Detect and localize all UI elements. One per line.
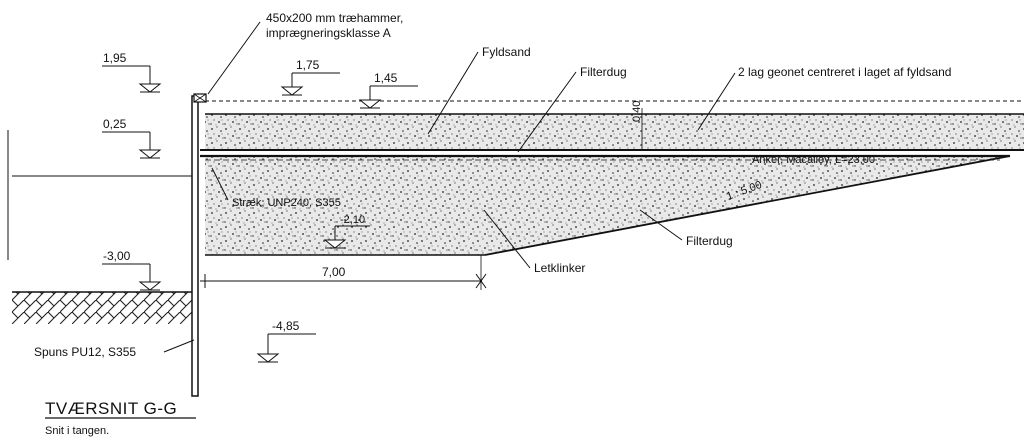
label-anchor: Anker, Macalloy, L=23,00	[752, 154, 875, 166]
level-marker-025: 0,25	[102, 117, 162, 159]
label-hammer-1: 450x200 mm træhammer,	[266, 11, 403, 25]
filterdug-slope	[484, 155, 1011, 256]
level-marker-145: 1,45	[358, 71, 418, 109]
label-strap: Stræk, UNP240, S355	[232, 197, 341, 209]
drawing-subtitle: Snit i tangen.	[45, 425, 109, 437]
label-letklinker: Letklinker	[534, 261, 585, 275]
soil-hatch	[12, 292, 192, 324]
svg-text:-3,00: -3,00	[103, 249, 131, 263]
svg-text:1,45: 1,45	[374, 71, 398, 85]
svg-text:1,95: 1,95	[103, 51, 127, 65]
dimension-040: 0,40	[631, 101, 643, 122]
level-marker-m300: -3,00	[102, 249, 162, 291]
dimension-700: 7,00	[322, 265, 346, 279]
level-marker-m210: -2,10	[323, 214, 370, 249]
label-spuns: Spuns PU12, S355	[34, 345, 136, 359]
sheet-pile-wall	[191, 95, 199, 397]
label-filterdug-top: Filterdug	[580, 65, 627, 79]
label-hammer-2: imprægneringsklasse A	[266, 26, 391, 40]
svg-text:1,75: 1,75	[296, 58, 320, 72]
label-filterdug-bottom: Filterdug	[686, 234, 733, 248]
fyldsand-layer	[205, 114, 1024, 150]
svg-text:-2,10: -2,10	[340, 214, 365, 226]
level-marker-m485: -4,85	[256, 319, 316, 363]
level-marker-175: 1,75	[280, 58, 340, 96]
svg-text:-4,85: -4,85	[272, 319, 300, 333]
drawing-title: TVÆRSNIT G-G	[45, 399, 177, 418]
level-marker-195: 1,95	[102, 51, 162, 93]
label-geonet: 2 lag geonet centreret i laget af fyldsa…	[738, 65, 951, 79]
letklinker-fill	[205, 156, 1010, 255]
svg-text:0,25: 0,25	[103, 117, 127, 131]
label-fyldsand: Fyldsand	[482, 45, 531, 59]
